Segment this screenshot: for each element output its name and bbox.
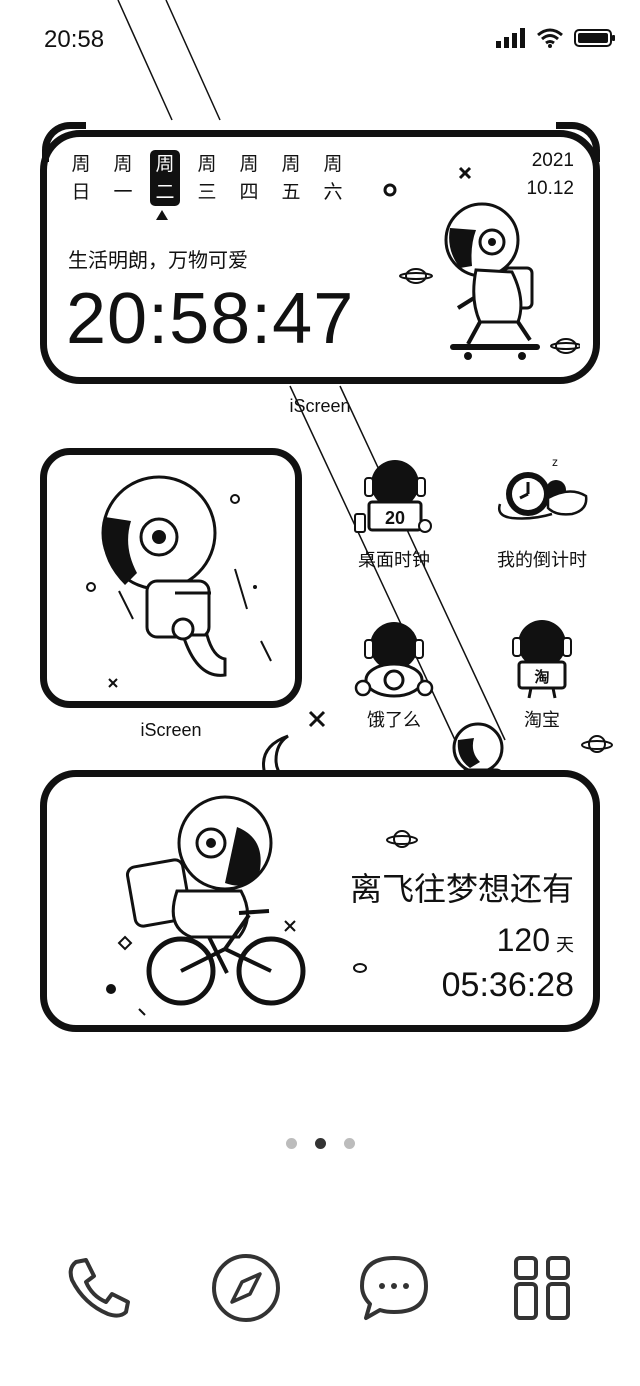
astronaut-floating-illustration bbox=[86, 475, 272, 688]
asteroid-icon bbox=[353, 963, 367, 973]
dock-messages[interactable] bbox=[358, 1252, 430, 1324]
phone-icon bbox=[68, 1258, 130, 1318]
app-taobao-badge: 淘 bbox=[533, 668, 549, 686]
app-eleme[interactable]: 饿了么 bbox=[324, 616, 464, 732]
page-dot-2-active[interactable] bbox=[314, 1138, 326, 1149]
app-taobao[interactable]: 淘 淘宝 bbox=[472, 616, 612, 732]
photo-widget[interactable] bbox=[40, 448, 302, 708]
countdown-widget[interactable] bbox=[40, 770, 600, 1032]
dock-app-library[interactable] bbox=[506, 1252, 578, 1324]
status-bar-time: 20:58 bbox=[44, 26, 105, 53]
countdown-title: 离飞往梦想还有 bbox=[349, 870, 574, 908]
weekday-thu: 周四 bbox=[239, 153, 259, 203]
countdown-time: 05:36:28 bbox=[441, 966, 574, 1004]
countdown-days-value: 120 bbox=[496, 922, 550, 958]
astronaut-sleeping-clock-icon: z bbox=[498, 456, 588, 520]
astronaut-skateboard-illustration bbox=[383, 166, 580, 360]
motto-text: 生活明朗，万物可爱 bbox=[68, 248, 248, 272]
sparkle-icon bbox=[308, 710, 326, 728]
dock-phone[interactable] bbox=[62, 1252, 134, 1324]
date-year: 2021 bbox=[531, 150, 574, 171]
page-indicator[interactable] bbox=[0, 1138, 640, 1149]
countdown-days-unit: 天 bbox=[556, 935, 574, 956]
dock-compass[interactable] bbox=[210, 1252, 282, 1324]
clock-time: 20:58:47 bbox=[66, 279, 355, 359]
astronaut-taobao-icon: 淘 bbox=[512, 620, 572, 699]
compass-icon bbox=[212, 1254, 280, 1322]
page-dot-3[interactable] bbox=[343, 1138, 355, 1149]
app-library-icon bbox=[514, 1256, 570, 1320]
astronaut-eleme-icon bbox=[354, 622, 434, 698]
photo-widget-caption: iScreen bbox=[140, 720, 202, 740]
planet-icon-small bbox=[386, 830, 418, 848]
countdown-days: 120 天 bbox=[497, 922, 574, 959]
astronaut-bicycle-illustration bbox=[106, 795, 306, 1016]
clock-widget-caption: iScreen bbox=[289, 396, 351, 416]
wifi-icon bbox=[537, 28, 563, 48]
app-my-countdown[interactable]: z 我的倒计时 bbox=[472, 456, 612, 572]
astronaut-clock-icon: 20 bbox=[354, 460, 432, 533]
signal-icon bbox=[496, 28, 525, 48]
message-icon bbox=[360, 1256, 428, 1320]
weekday-tue-active: 周二 bbox=[150, 150, 180, 206]
app-taobao-label: 淘宝 bbox=[524, 710, 560, 731]
weekday-wed: 周三 bbox=[197, 153, 217, 203]
weekday-fri: 周五 bbox=[281, 153, 301, 203]
weekday-sat: 周六 bbox=[323, 153, 343, 203]
clock-widget-corner-left bbox=[42, 122, 86, 162]
date-month-day: 10.12 bbox=[526, 178, 574, 199]
app-desktop-clock-label: 桌面时钟 bbox=[358, 550, 430, 571]
weekday-strip: 周日 周一 周二 周三 周四 周五 周六 bbox=[66, 150, 348, 206]
active-weekday-marker-icon bbox=[156, 210, 168, 220]
app-my-countdown-badge: z bbox=[552, 456, 558, 469]
weekday-sun: 周日 bbox=[71, 153, 91, 203]
clock-widget-corner-right bbox=[556, 122, 600, 162]
app-desktop-clock-badge: 20 bbox=[385, 508, 405, 528]
app-my-countdown-label: 我的倒计时 bbox=[497, 550, 587, 571]
planet-icon bbox=[581, 735, 613, 753]
app-eleme-label: 饿了么 bbox=[367, 710, 421, 731]
page-dot-1[interactable] bbox=[285, 1138, 297, 1149]
weekday-mon: 周一 bbox=[113, 153, 133, 203]
status-icons bbox=[496, 28, 616, 48]
app-desktop-clock[interactable]: 20 桌面时钟 bbox=[324, 456, 464, 572]
battery-icon bbox=[574, 29, 615, 47]
